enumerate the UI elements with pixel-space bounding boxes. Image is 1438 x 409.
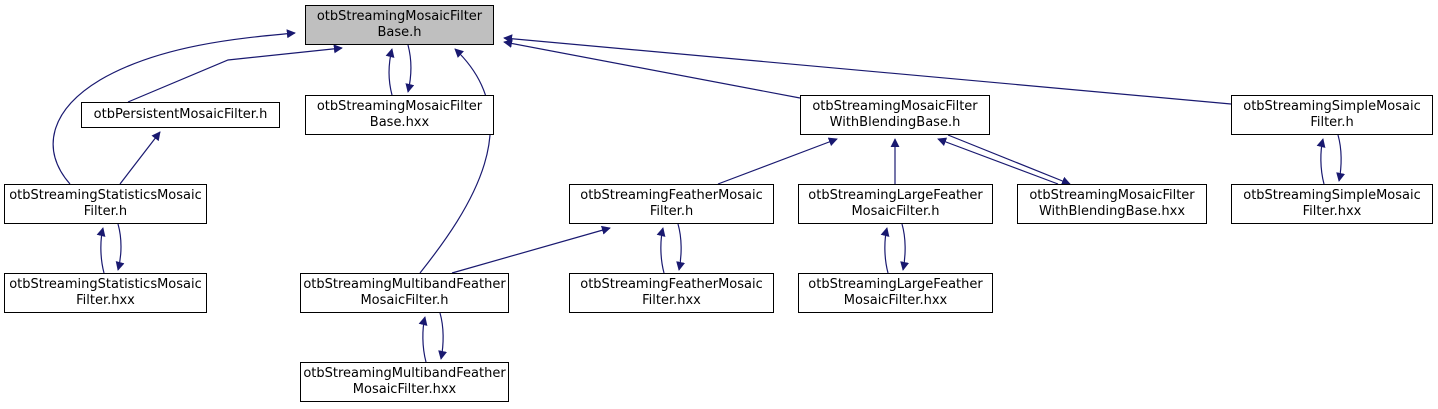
edge-multiband-h-to-feather-h [451,225,611,274]
edge-simple-h-to-base-h [503,34,1232,105]
node-label: Filter.h [1310,115,1354,130]
node-label: otbStreamingMosaicFilter [1029,188,1195,203]
edge-large-h-to-large-hxx [900,223,909,271]
node-label: Filter.h [83,204,128,219]
edge-blending-hxx-to-blending-h [937,137,1059,185]
node-label: otbPersistentMosaicFilter.h [93,107,268,122]
edge-feather-hxx-to-feather-h [656,227,666,274]
edge-stats-h-to-base-h [52,29,296,185]
node-label: MosaicFilter.h [360,293,449,308]
node-persistent-mosaic-filter-h[interactable]: otbPersistentMosaicFilter.h [81,102,280,128]
edge-base-hxx-to-base-h [385,48,395,96]
edge-base-h-to-base-hxx [405,44,415,93]
node-label: MosaicFilter.h [851,204,940,219]
edge-stats-h-to-persistent-h [119,131,161,185]
edge-multiband-h-to-base-h [419,48,491,274]
node-label: WithBlendingBase.h [829,115,961,130]
node-label: otbStreamingMosaicFilter [812,99,978,114]
edge-simple-hxx-to-simple-h [1316,138,1326,185]
edge-blending-h-to-base-h [503,39,801,99]
node-label: otbStreamingLargeFeather [808,277,983,292]
node-label: Filter.hxx [76,293,135,308]
edge-blending-h-to-blending-hxx [947,134,1071,186]
edge-feather-h-to-blending-h [717,137,838,185]
node-label: otbStreamingLargeFeather [808,188,983,203]
node-label: Base.h [377,25,422,40]
node-label: otbStreamingStatisticsMosaic [9,277,202,292]
edge-simple-h-to-simple-hxx [1336,134,1345,182]
edge-stats-hxx-to-stats-h [96,227,106,274]
node-label: otbStreamingMultibandFeather [303,366,506,381]
node-label: MosaicFilter.hxx [843,293,948,308]
edge-stats-h-to-stats-hxx [115,223,125,271]
edge-multiband-hxx-to-multiband-h [418,316,428,363]
node-label: otbStreamingFeatherMosaic [580,277,763,292]
node-label: otbStreamingMosaicFilter [316,99,483,114]
node-label: Filter.hxx [642,293,701,308]
edge-multiband-h-to-multiband-hxx [438,312,447,360]
edge-persistent-h-to-base-h [127,44,343,103]
node-label: Filter.hxx [1302,204,1362,219]
node-label: otbStreamingMosaicFilter [316,9,483,24]
node-label: Base.hxx [369,115,430,130]
edge-large-hxx-to-large-h [880,227,890,274]
node-label: otbStreamingStatisticsMosaic [9,188,202,203]
node-label: otbStreamingFeatherMosaic [580,188,763,203]
node-label: MosaicFilter.hxx [352,382,457,397]
node-label: otbStreamingSimpleMosaic [1243,99,1421,114]
node-label: otbStreamingMultibandFeather [303,277,506,292]
node-label: Filter.h [649,204,694,219]
edge-feather-h-to-feather-hxx [676,223,685,271]
node-label: otbStreamingSimpleMosaic [1243,188,1421,203]
node-label: WithBlendingBase.hxx [1038,204,1186,219]
